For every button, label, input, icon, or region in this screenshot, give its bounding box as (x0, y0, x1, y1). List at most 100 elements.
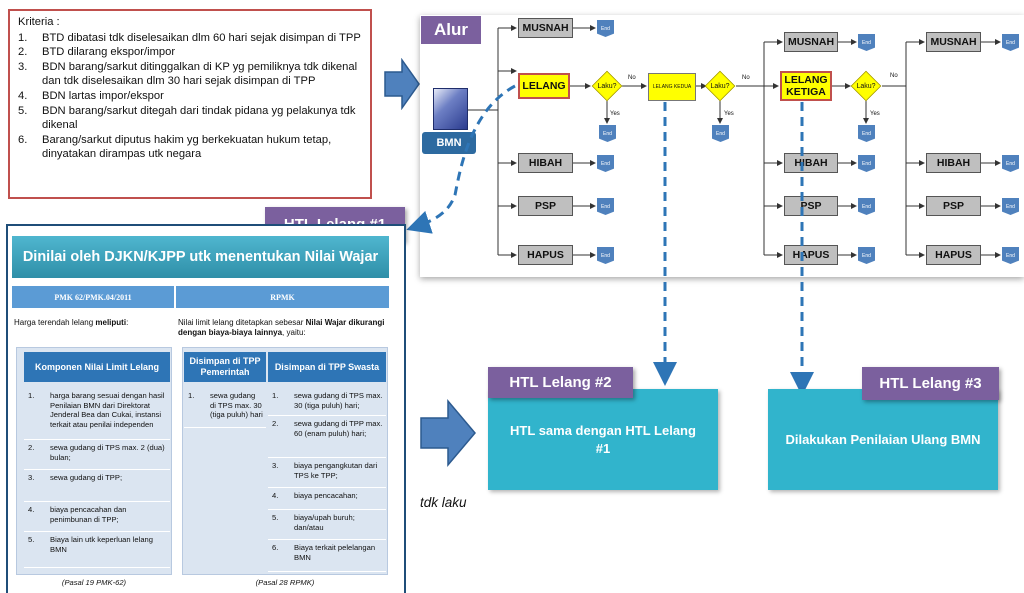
kriteria-text: Barang/sarkut diputus hakim yg berkekuat… (42, 133, 332, 161)
kriteria-number: 3. (18, 60, 28, 73)
bmn-cube-icon (433, 88, 468, 130)
hapus-node-1: HAPUS (518, 245, 573, 265)
hibah-node-1: HIBAH (518, 153, 573, 173)
left-header: PMK 62/PMK.04/2011 (12, 286, 174, 308)
no-label: No (628, 75, 636, 81)
left-subheader: Komponen Nilai Limit Lelang (24, 352, 170, 382)
row-text: sewa gudang di TPP max. 60 (enam puluh) … (294, 419, 383, 438)
end-icon: End (599, 125, 616, 142)
end-icon: End (1002, 198, 1019, 215)
htl-2-box: HTL sama dengan HTL Lelang #1 (488, 389, 718, 490)
row-number: 2. (272, 419, 279, 428)
htl-lelang-2-label: HTL Lelang #2 (488, 367, 633, 398)
right-intro: Nilai limit lelang ditetapkan sebesar Ni… (178, 318, 385, 337)
htl-lelang-3-label: HTL Lelang #3 (862, 367, 999, 400)
kriteria-number: 2. (18, 46, 28, 59)
end-icon: End (858, 247, 875, 264)
left-footnote: (Pasal 19 PMK-62) (61, 578, 127, 587)
kriteria-number: 1. (18, 31, 28, 44)
row-number: 4. (28, 505, 35, 514)
table-row: 4. biaya pencacahan; (268, 488, 386, 510)
table-row: 2. sewa gudang di TPP max. 60 (enam puluh… (268, 416, 386, 458)
table-row: 3. sewa gudang di TPP; (24, 470, 170, 502)
psp-node-2: PSP (784, 196, 838, 216)
kriteria-item: 2. BTD dilarang ekspor/impor (18, 45, 362, 60)
yes-label: Yes (870, 111, 880, 117)
kriteria-title: Kriteria : (18, 16, 60, 28)
table-row: 1. sewa gudang di TPS max. 30 (tiga puluh… (268, 388, 386, 416)
end-icon: End (858, 198, 875, 215)
end-icon: End (597, 155, 614, 172)
laku-decision-1: Laku? (591, 70, 623, 102)
kriteria-text: BDN lartas impor/ekspor (42, 89, 164, 102)
lelang-kedua-node: LELANG KEDUA (648, 73, 696, 101)
kriteria-item: 6.Barang/sarkut diputus hakim yg berkeku… (18, 133, 362, 162)
flow-panel: MUSNAH LELANG HIBAH PSP HAPUS End End En… (420, 15, 1024, 277)
end-icon: End (1002, 247, 1019, 264)
kriteria-number: 5. (18, 104, 28, 117)
row-text: biaya/upah buruh; dan/atau (294, 513, 355, 532)
alur-label: Alur (421, 16, 481, 44)
row-text: sewa gudang di TPS max. 30 (tiga puluh) … (294, 391, 383, 410)
right-subheader: Disimpan di TPP Swasta (268, 352, 386, 382)
musnah-node-2: MUSNAH (784, 32, 838, 52)
row-text: biaya pengangkutan dari TPS ke TPP; (294, 461, 378, 480)
lelang-node: LELANG (518, 73, 570, 99)
end-icon: End (1002, 34, 1019, 51)
row-number: 2. (28, 443, 35, 452)
end-icon: End (597, 20, 614, 37)
table-row: 6. Biaya terkait pelelangan BMN (268, 540, 386, 572)
row-number: 1. (28, 391, 35, 400)
row-number: 4. (272, 491, 279, 500)
row-text: biaya pencacahan; (294, 491, 358, 500)
row-text: harga barang sesuai dengan hasil Penilai… (50, 391, 165, 429)
row-number: 3. (272, 461, 279, 470)
end-icon: End (1002, 155, 1019, 172)
kriteria-list: 1. BTD dibatasi tdk diselesaikan dlm 60 h… (18, 31, 362, 162)
kriteria-text: BDN barang/sarkut ditinggalkan di KP yg … (42, 60, 358, 88)
mid-subheader: Disimpan di TPP Pemerintah (184, 352, 266, 382)
htl-3-box: Dilakukan Penilaian Ulang BMN (768, 389, 998, 490)
row-text: Biaya terkait pelelangan BMN (294, 543, 376, 562)
row-text: Biaya lain utk keperluan lelang BMN (50, 535, 154, 554)
kriteria-text: BTD dilarang ekspor/impor (42, 46, 176, 59)
kriteria-text: BTD dibatasi tdk diselesaikan dlm 60 har… (42, 31, 361, 44)
psp-node-1: PSP (518, 196, 573, 216)
row-number: 3. (28, 473, 35, 482)
end-icon: End (858, 155, 875, 172)
table-row: 4. biaya pencacahan dan penimbunan di TPP… (24, 502, 170, 532)
right-arrow-icon (384, 58, 420, 110)
kriteria-item: 1. BTD dibatasi tdk diselesaikan dlm 60 h… (18, 31, 362, 46)
table-row: 1. sewa gudang di TPS max. 30 (tiga puluh… (184, 388, 266, 428)
musnah-node-1: MUSNAH (518, 18, 573, 38)
row-number: 1. (188, 391, 195, 400)
row-text: biaya pencacahan dan penimbunan di TPP; (50, 505, 127, 524)
end-icon: End (712, 125, 729, 142)
no-label: No (742, 75, 750, 81)
row-number: 1. (272, 391, 279, 400)
laku-decision-3: Laku? (850, 70, 882, 102)
left-intro: Harga terendah lelang meliputi: (14, 318, 129, 327)
laku-decision-2: Laku? (704, 70, 736, 102)
row-number: 5. (272, 513, 279, 522)
flow-connectors (468, 25, 1001, 258)
right-section (182, 347, 388, 575)
row-text: sewa gudang di TPP; (50, 473, 123, 482)
right-footnote: (Pasal 28 RPMK) (255, 578, 315, 587)
lelang-ketiga-node: LELANG KETIGA (780, 71, 832, 101)
panel-banner: Dinilai oleh DJKN/KJPP utk menentukan Ni… (12, 236, 389, 278)
row-text: sewa gudang di TPS max. 30 (tiga puluh) … (210, 391, 263, 419)
table-row: 1. harga barang sesuai dengan hasil Penil… (24, 388, 170, 440)
hibah-node-3: HIBAH (926, 153, 981, 173)
row-number: 6. (272, 543, 279, 552)
table-row: 3. biaya pengangkutan dari TPS ke TPP; (268, 458, 386, 488)
bmn-label: BMN (422, 132, 476, 154)
end-icon: End (597, 198, 614, 215)
tdk-laku-label: tdk laku (420, 495, 467, 510)
kriteria-item: 3. BDN barang/sarkut ditinggalkan di KP y… (18, 60, 362, 89)
end-icon: End (858, 125, 875, 142)
musnah-node-3: MUSNAH (926, 32, 981, 52)
psp-node-3: PSP (926, 196, 981, 216)
yes-label: Yes (724, 111, 734, 117)
